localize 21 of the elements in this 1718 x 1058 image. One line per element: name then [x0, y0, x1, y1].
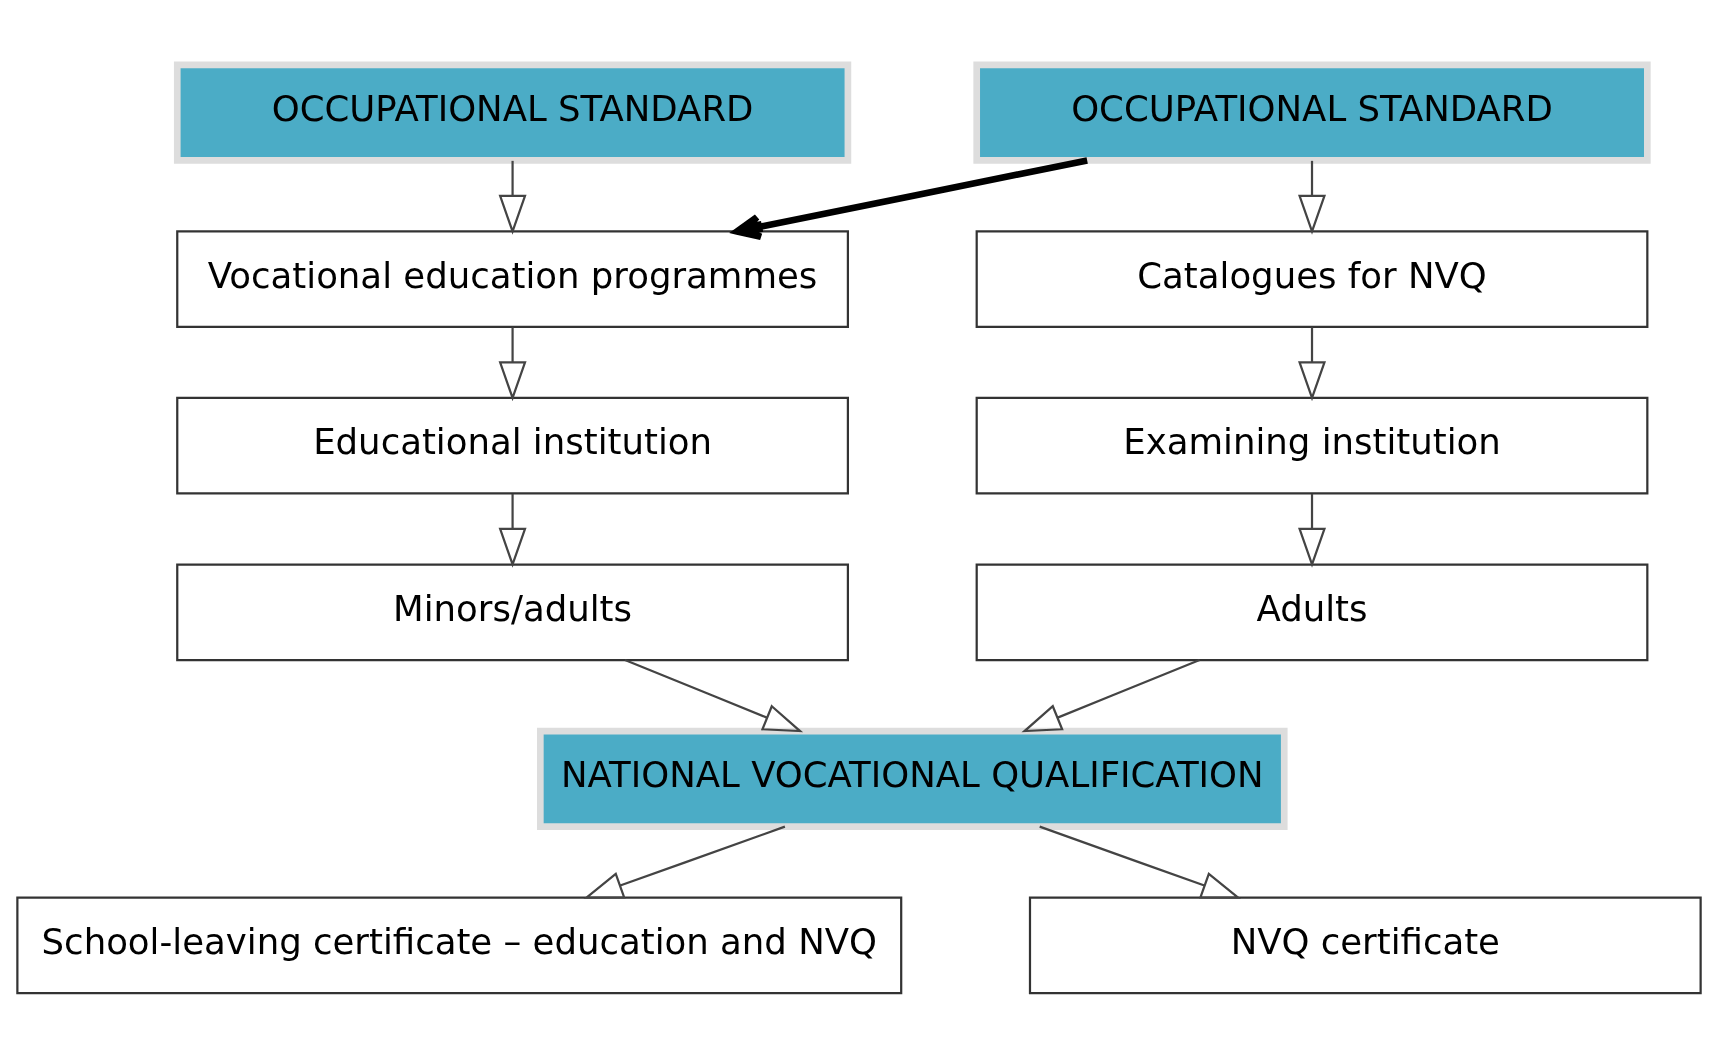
arrow — [498, 327, 527, 402]
node-box: OCCUPATIONAL STANDARD — [173, 61, 852, 164]
node-box: Vocational education programmes — [176, 230, 849, 329]
node-box: Minors/adults — [176, 563, 849, 662]
arrow — [1021, 659, 1200, 733]
node-box: Educational institution — [176, 396, 849, 495]
node-box: School-leaving certificate – education and NVQ — [16, 896, 903, 995]
node-box: OCCUPATIONAL STANDARD — [973, 61, 1651, 164]
node-box: Examining institution — [975, 396, 1649, 495]
node-box: NATIONAL VOCATIONAL QUALIFICATION — [537, 727, 1288, 830]
arrow — [1298, 160, 1326, 235]
node-box: Adults — [975, 563, 1649, 662]
arrow — [1298, 493, 1326, 568]
arrow — [583, 825, 786, 899]
arrow — [624, 659, 804, 733]
arrow — [1039, 825, 1242, 899]
node-box: Catalogues for NVQ — [975, 230, 1649, 329]
arrow — [498, 493, 527, 568]
node-box: NVQ certificate — [1028, 896, 1702, 995]
arrow — [1298, 327, 1326, 402]
arrow — [498, 160, 527, 235]
